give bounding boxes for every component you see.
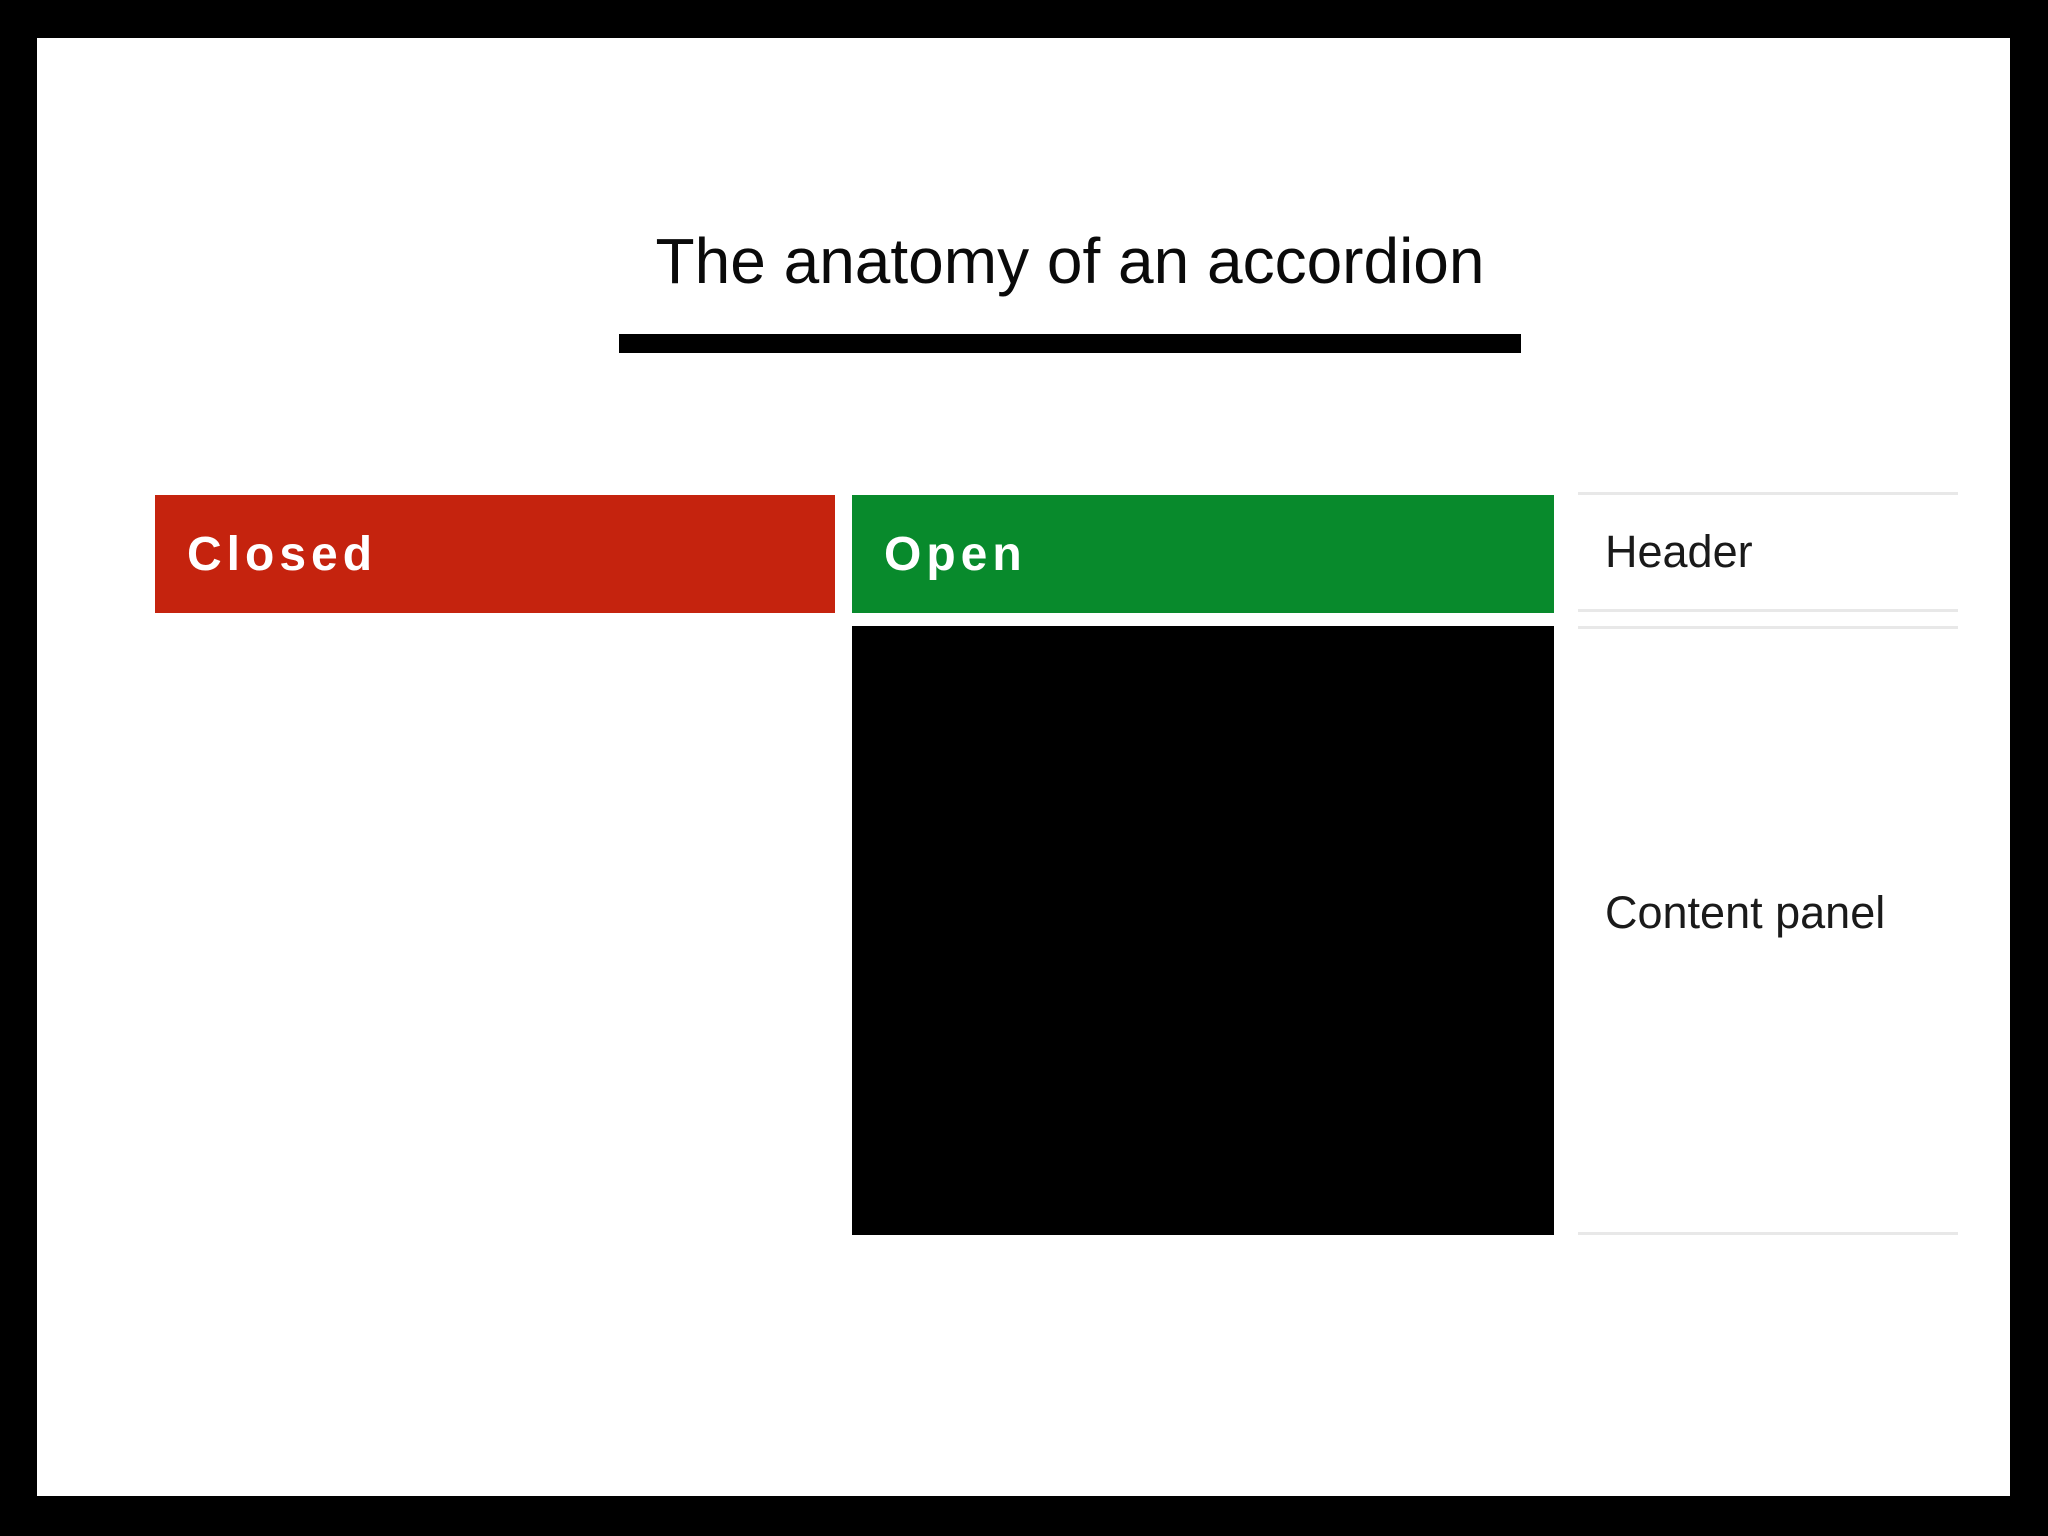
annotation-line-content-top [1578,626,1958,629]
slide-title: The anatomy of an accordion [655,225,1485,297]
slide: The anatomy of an accordion Closed Open … [37,38,2010,1496]
accordion-content-panel [852,626,1554,1235]
annotation-line-content-bottom [1578,1232,1958,1235]
accordion-header-closed-label: Closed [187,527,378,581]
accordion-header-open[interactable]: Open [852,495,1554,613]
title-underline-bar [619,334,1521,353]
annotation-header-label: Header [1605,526,1753,577]
annotation-content-panel-label: Content panel [1605,887,1886,938]
annotation-line-header-top [1578,492,1958,495]
annotation-line-header-bottom [1578,609,1958,612]
accordion-header-closed[interactable]: Closed [155,495,835,613]
accordion-header-open-label: Open [884,527,1027,581]
